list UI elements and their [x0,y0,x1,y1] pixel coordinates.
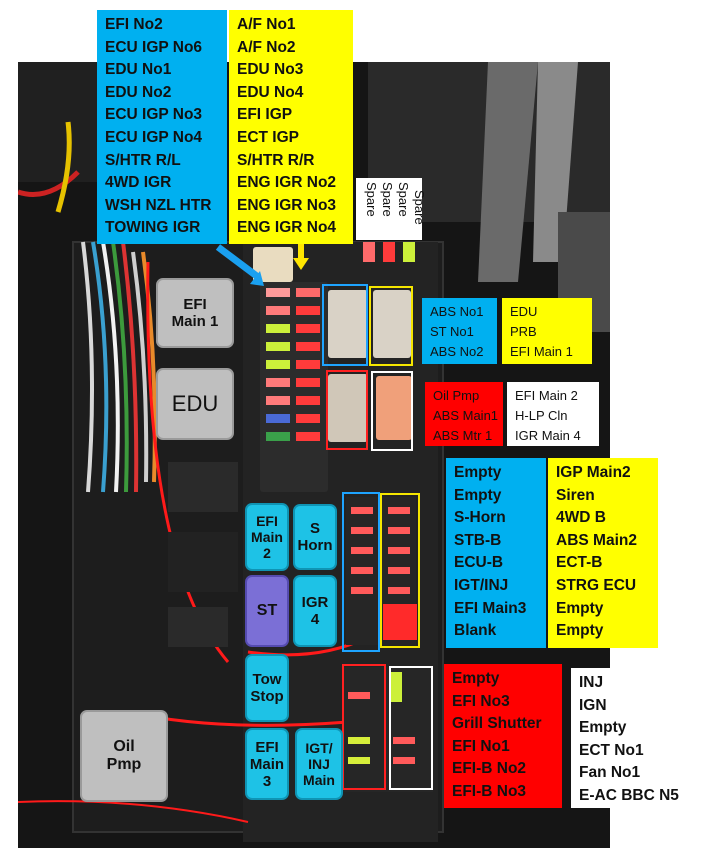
relay-igt-inj-main: IGT/ INJ Main [295,728,343,800]
bottom-white-label-box: INJ IGN Empty ECT No1 Fan No1 E-AC BBC N… [571,668,701,808]
bottom-red-label-box: Empty EFI No3 Grill Shutter EFI No1 EFI-… [444,664,562,808]
mid-yellow-label-box: IGP Main2 Siren 4WD B ABS Main2 ECT-B ST… [548,458,658,648]
top-blue-label-box: EFI No2 ECU IGP No6 EDU No1 EDU No2 ECU … [97,10,227,244]
relay-st: ST [245,575,289,647]
abs-label-box: ABS No1 ST No1 ABS No2 [422,298,497,364]
mid-blue-fuse-outline [342,492,380,652]
bottom-red-fuse-outline [342,664,386,790]
relay-oil-pmp: Oil Pmp [80,710,168,802]
bottom-white-fuse-outline [389,666,433,790]
relay-tow-stop: Tow Stop [245,654,289,722]
edu-fuse-group-outline [369,286,413,366]
spare-label-3: Spare [396,182,411,217]
efi-main2-label-box: EFI Main 2 H-LP Cln IGR Main 4 [507,382,599,446]
oil-pmp-label-box: Oil Pmp ABS Main1 ABS Mtr 1 [425,382,503,446]
relay-efi-main2: EFI Main 2 [245,503,289,571]
top-yellow-label-box: A/F No1 A/F No2 EDU No3 EDU No4 EFI IGP … [229,10,353,244]
mid-blue-label-box: Empty Empty S-Horn STB-B ECU-B IGT/INJ E… [446,458,546,648]
abs-fuse-group-outline [322,284,368,366]
spare-label-box: Spare Spare Spare Spare [356,178,427,240]
relay-edu: EDU [156,368,234,440]
spare-label-4: Spare [412,190,427,225]
mid-yellow-fuse-outline [380,493,420,648]
relay-s-horn: S Horn [293,504,337,570]
spare-label-1: Spare [364,182,379,217]
relay-igr4: IGR 4 [293,575,337,647]
edu-label-box: EDU PRB EFI Main 1 [502,298,592,364]
oil-pump-fuse-group-outline [326,370,368,450]
relay-efi-main3: EFI Main 3 [245,728,289,800]
efi-main2-fuse-group-outline [371,371,413,451]
spare-label-2: Spare [380,182,395,217]
relay-efi-main1: EFI Main 1 [156,278,234,348]
